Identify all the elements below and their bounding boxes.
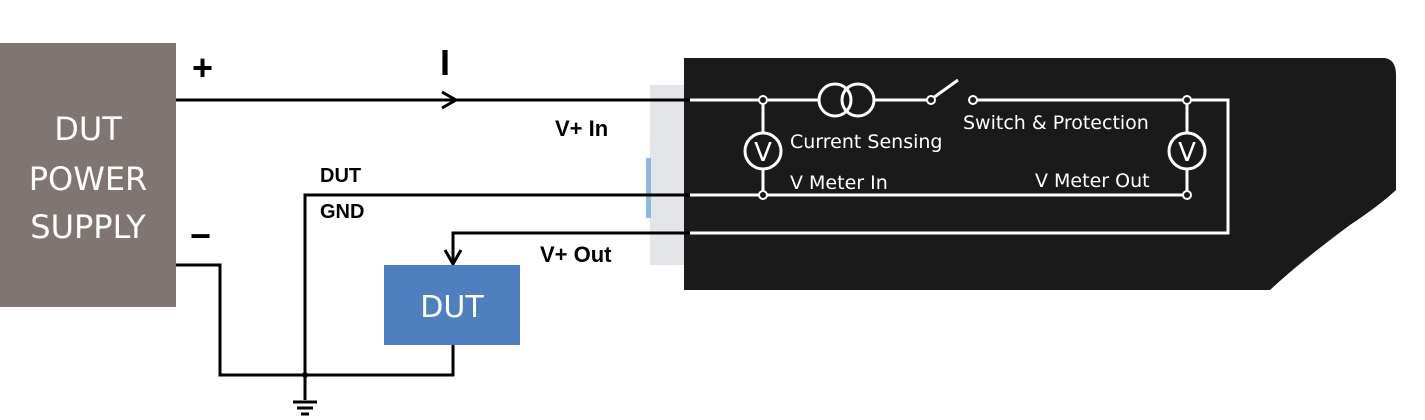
power-supply-box (0, 43, 176, 307)
power-supply-label-3: SUPPLY (30, 208, 146, 246)
plus-sign: + (192, 47, 213, 88)
node (758, 95, 768, 105)
wire-v-plus-out (451, 231, 690, 262)
node (1182, 95, 1192, 105)
voltmeter-in-icon (743, 131, 783, 171)
device-connector (650, 85, 688, 265)
current-sensing-icon (817, 82, 853, 118)
dut-gnd-label-2: GND (320, 201, 364, 223)
dut-box (384, 265, 520, 345)
v-plus-in-label: V+ In (555, 116, 608, 141)
switch-icon (932, 78, 959, 100)
switch-contact (968, 95, 978, 105)
voltmeter-out-symbol: V (1178, 138, 1196, 168)
v-meter-out-label: V Meter Out (1035, 170, 1150, 192)
node (758, 190, 768, 200)
dut-gnd-label-1: DUT (320, 165, 361, 187)
switch-protection-label: Switch & Protection (963, 112, 1149, 134)
voltmeter-out-icon (1167, 131, 1207, 171)
wire-dut-gnd (303, 193, 690, 375)
v-meter-in-label: V Meter In (790, 172, 888, 194)
connector-led (646, 158, 651, 218)
current-sensing-label: Current Sensing (790, 131, 942, 153)
node (1182, 190, 1192, 200)
ground-node (302, 372, 308, 378)
wire-dut-arrow-icon (443, 249, 463, 268)
dut-label: DUT (420, 290, 484, 325)
current-label: I (440, 42, 450, 83)
voltmeter-in-symbol: V (754, 138, 772, 168)
power-supply-label-2: POWER (29, 160, 148, 198)
power-supply-label-1: DUT (54, 110, 122, 148)
minus-sign: − (190, 215, 211, 256)
current-arrow-icon (441, 90, 460, 110)
internal-line-top-right (690, 98, 1230, 235)
wire-minus (176, 263, 455, 377)
switch-contact (926, 95, 936, 105)
v-plus-out-label: V+ Out (540, 242, 612, 267)
